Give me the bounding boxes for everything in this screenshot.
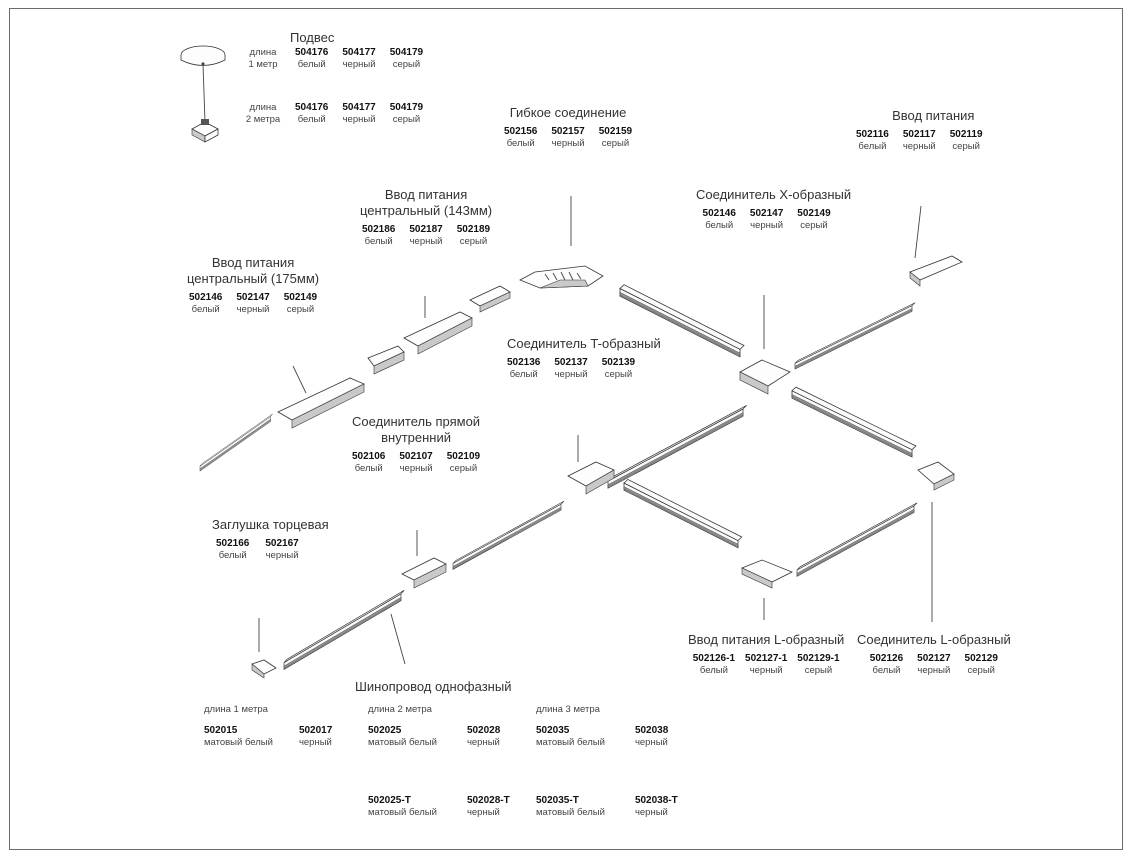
pendant-icon [180,45,226,143]
busbar-length-label: длина 1 метра [204,704,268,715]
length-label: длина 1 метр [248,47,278,70]
track-system-illustration [180,45,963,679]
pendant-title: Подвес [290,30,335,45]
straight-connector-title-line2: внутренний [381,430,451,445]
center-feed-143-title-line2: центральный (143мм) [360,203,493,218]
l-connector-title: Соединитель L-образный [857,632,1011,647]
x-connector-title: Соединитель X-образный [696,187,852,202]
busbar-length-label: длина 2 метра [368,704,432,715]
connector-parts [251,255,963,679]
straight-connector-title-line1: Соединитель прямой [352,414,481,429]
flex-connector-title: Гибкое соединение [509,105,627,120]
busbar-length-label: длина 3 метра [536,704,600,715]
l-power-feed-title: Ввод питания L-образный [688,632,845,647]
center-feed-175-title-line2: центральный (175мм) [187,271,320,286]
length-label: длина 2 метра [245,102,281,125]
power-feed-title: Ввод питания [892,108,975,123]
end-cap-title: Заглушка торцевая [212,517,329,532]
center-feed-175-title-line1: Ввод питания [211,255,295,270]
t-connector-title: Соединитель T-образный [507,336,661,351]
busbar-title: Шинопровод однофазный [355,679,512,694]
leader-lines [258,196,933,665]
center-feed-143-title-line1: Ввод питания [384,187,468,202]
